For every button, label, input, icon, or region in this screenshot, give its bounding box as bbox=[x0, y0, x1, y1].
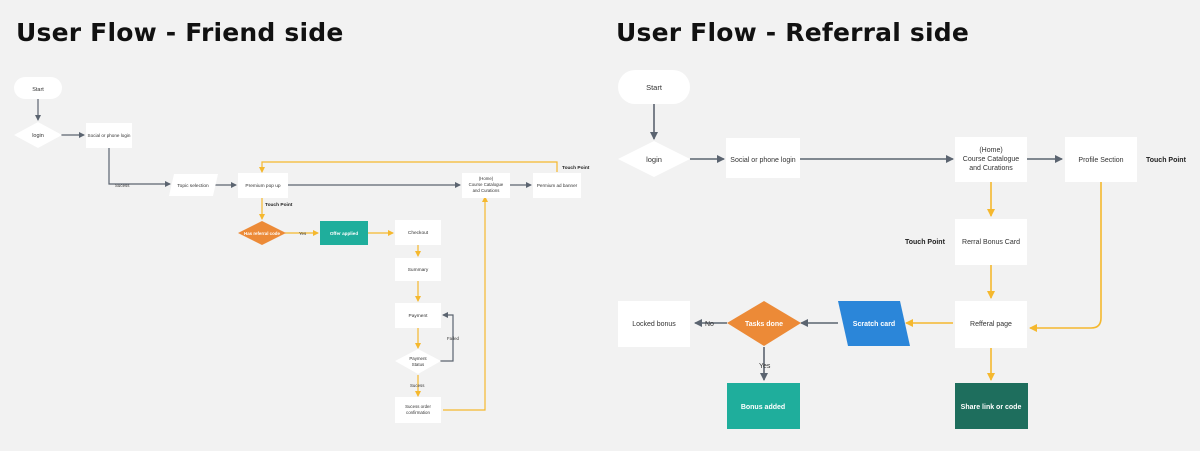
connector-social-topic bbox=[108, 148, 171, 187]
referral-home-line3: and Curations bbox=[969, 165, 1013, 172]
referral-flow-title: User Flow - Referral side bbox=[616, 18, 970, 47]
friend-banner-touch-point: Touch Point bbox=[562, 165, 590, 171]
friend-success-order-line1: Sucess order bbox=[405, 404, 431, 409]
friend-has-referral-label: Has referral code bbox=[244, 231, 280, 236]
referral-bonus-added-label: Bonus added bbox=[741, 404, 785, 411]
referral-tasks-done-label: Tasks done bbox=[745, 321, 783, 328]
friend-home-line3: and Curations bbox=[473, 188, 500, 193]
referral-share-link-node bbox=[955, 383, 1028, 429]
friend-failed-label: Failed bbox=[447, 336, 460, 341]
friend-start-label: Start bbox=[32, 87, 44, 93]
referral-home-node bbox=[955, 137, 1027, 182]
friend-topic-selection-node bbox=[169, 174, 218, 196]
referral-tasks-done-decision bbox=[727, 301, 801, 346]
referral-scratch-card-node bbox=[838, 301, 910, 346]
friend-summary-label: Summary bbox=[408, 267, 429, 273]
friend-popup-touch-point: Touch Point bbox=[265, 202, 293, 208]
referral-home-line1: (Home) bbox=[979, 147, 1002, 154]
referral-bonus-card-node bbox=[955, 219, 1027, 265]
connector-ref-profile-page bbox=[1029, 182, 1102, 332]
friend-premium-popup-node bbox=[238, 173, 288, 198]
referral-bonus-added-node bbox=[727, 383, 800, 429]
referral-scratch-card-label: Scratch card bbox=[853, 321, 895, 328]
referral-login-label: login bbox=[646, 155, 662, 164]
friend-payment-node bbox=[395, 303, 441, 328]
referral-card-touch-point: Touch Point bbox=[905, 239, 946, 246]
friend-topic-selection-label: Topic selection bbox=[177, 183, 209, 189]
friend-premium-popup-label: Premium pop up bbox=[245, 183, 281, 189]
referral-page-node bbox=[955, 301, 1027, 348]
friend-social-login-node bbox=[86, 123, 132, 148]
friend-start-node bbox=[14, 77, 62, 99]
referral-start-node bbox=[618, 70, 690, 104]
friend-has-referral-decision bbox=[238, 221, 286, 245]
connector-banner-popup bbox=[259, 161, 558, 173]
friend-success-order-line2: confirmation bbox=[406, 410, 430, 415]
referral-yes-label: Yes bbox=[759, 363, 771, 370]
friend-payment-label: Payment bbox=[409, 313, 429, 319]
friend-summary-node bbox=[395, 258, 441, 281]
friend-premium-banner-node bbox=[533, 173, 581, 198]
friend-payment-status-decision bbox=[395, 349, 441, 374]
referral-profile-node bbox=[1065, 137, 1137, 182]
friend-login-decision bbox=[14, 122, 62, 148]
friend-offer-applied-node bbox=[320, 221, 368, 245]
friend-flow-title: User Flow - Friend side bbox=[16, 18, 344, 47]
friend-home-line1: (Home) bbox=[479, 176, 494, 181]
friend-offer-applied-label: Offer applied bbox=[330, 231, 359, 236]
friend-yes-label: Yes bbox=[299, 231, 307, 236]
friend-payment-status-line2: Status bbox=[412, 362, 425, 367]
friend-success-label: Sucess bbox=[115, 183, 130, 188]
friend-social-login-label: Social or phone login bbox=[88, 133, 131, 138]
referral-social-login-label: Social or phone login bbox=[730, 157, 795, 164]
referral-login-decision bbox=[618, 141, 690, 177]
friend-success-order-node bbox=[395, 397, 441, 423]
friend-home-node bbox=[462, 173, 510, 198]
connector-status-payment-failed bbox=[440, 312, 454, 362]
connector-success-home bbox=[443, 196, 488, 411]
referral-start-label: Start bbox=[646, 83, 663, 92]
friend-payment-status-line1: Payment bbox=[409, 356, 427, 361]
referral-social-login-node bbox=[726, 138, 800, 178]
friend-checkout-node bbox=[395, 220, 441, 245]
referral-profile-label: Profile Section bbox=[1078, 157, 1123, 164]
referral-page-label: Refferal page bbox=[970, 321, 1012, 328]
friend-home-line2: Course Catalogue bbox=[469, 182, 504, 187]
referral-no-label: No bbox=[705, 321, 714, 328]
referral-share-link-label: Share link or code bbox=[961, 404, 1022, 411]
referral-profile-touch-point: Touch Point bbox=[1146, 157, 1187, 164]
friend-checkout-label: Checkout bbox=[408, 230, 429, 236]
referral-home-line2: Course Catalogue bbox=[963, 156, 1020, 163]
friend-login-label: login bbox=[32, 133, 44, 139]
friend-premium-banner-label: Permium ad banner bbox=[537, 183, 578, 188]
referral-locked-bonus-node bbox=[618, 301, 690, 347]
referral-bonus-card-label: Rerral Bonus Card bbox=[962, 239, 1020, 246]
friend-success-2-label: Sucess bbox=[410, 383, 425, 388]
referral-locked-bonus-label: Locked bonus bbox=[632, 321, 676, 328]
